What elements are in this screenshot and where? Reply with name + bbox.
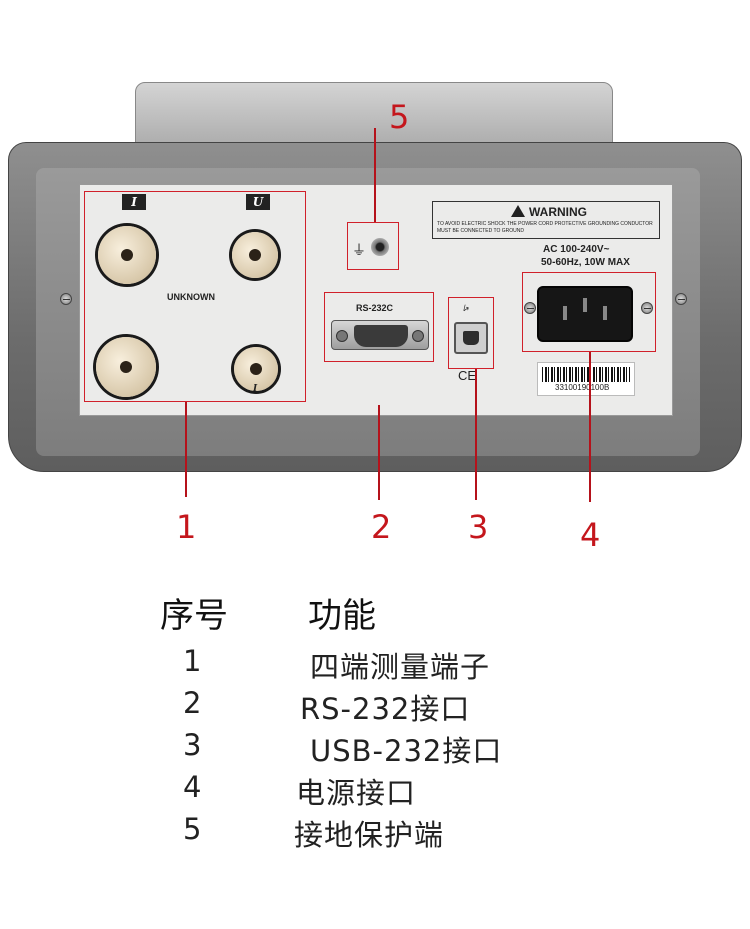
usb-symbol-icon: ⭟ [463, 300, 470, 314]
terminal-knob-top-left[interactable] [98, 226, 156, 284]
usb-b-port[interactable] [454, 322, 488, 354]
callout-number-1: 1 [176, 508, 197, 546]
power-rating-line1: AC 100-240V~ [543, 244, 610, 255]
ground-terminal-jack[interactable] [371, 238, 389, 256]
callout-box-3 [448, 297, 494, 369]
terminal-label-i: I [122, 194, 146, 210]
right-screw-icon [675, 293, 687, 305]
warning-text: TO AVOID ELECTRIC SHOCK THE POWER CORD P… [437, 221, 653, 234]
left-screw-icon [60, 293, 72, 305]
rs232-connector-face [354, 325, 408, 347]
power-pin-left [563, 306, 567, 320]
rs232-connector[interactable] [331, 320, 429, 350]
callout-number-4: 4 [580, 516, 601, 554]
table-header-index: 序号 [160, 596, 228, 636]
warning-triangle-icon [511, 205, 525, 217]
callout-line-3 [475, 369, 477, 500]
inlet-screw-right-icon [641, 302, 653, 314]
device-rear-panel-photo: I U UNKNOWN I ⏚ RS-232C ⭟ CE WARNING TO … [8, 82, 742, 554]
table-row-1-function: 四端测量端子 [310, 650, 491, 684]
terminal-knob-bottom-right[interactable] [234, 347, 278, 391]
table-row-5-function: 接地保护端 [294, 818, 445, 852]
callout-box-2 [324, 292, 434, 362]
table-row-2-index: 2 [183, 686, 202, 720]
warning-title: WARNING [529, 205, 587, 219]
rs232-nut-right [412, 330, 424, 342]
serial-barcode [542, 367, 630, 382]
callout-box-1 [84, 191, 306, 402]
callout-number-2: 2 [371, 508, 392, 546]
unknown-label: UNKNOWN [167, 292, 215, 302]
callout-line-5 [374, 128, 376, 222]
table-row-2-function: RS-232接口 [300, 692, 471, 726]
callout-line-1 [185, 402, 187, 497]
terminal-label-bottom: I [253, 384, 258, 394]
warning-label-box: WARNING TO AVOID ELECTRIC SHOCK THE POWE… [432, 201, 660, 239]
callout-line-4 [589, 352, 591, 502]
callout-number-3: 3 [468, 508, 489, 546]
ground-symbol-icon: ⏚ [352, 242, 366, 258]
terminal-knob-bottom-left[interactable] [96, 337, 156, 397]
table-row-4-function: 电源接口 [296, 776, 417, 810]
terminal-label-u: U [246, 194, 270, 210]
power-rating-line2: 50-60Hz, 10W MAX [541, 257, 630, 268]
table-row-3-index: 3 [183, 728, 202, 762]
callout-number-5: 5 [389, 98, 410, 136]
table-row-4-index: 4 [183, 770, 202, 804]
serial-number: 33100190100B [555, 383, 610, 392]
callout-box-4 [522, 272, 656, 352]
table-header-function: 功能 [308, 596, 376, 636]
callout-box-5 [347, 222, 399, 270]
inlet-screw-left-icon [524, 302, 536, 314]
table-row-5-index: 5 [183, 812, 202, 846]
table-row-1-index: 1 [183, 644, 202, 678]
terminal-knob-top-right[interactable] [232, 232, 278, 278]
rs232-nut-left [336, 330, 348, 342]
power-pin-right [603, 306, 607, 320]
ce-mark: CE [458, 368, 477, 383]
callout-line-2 [378, 405, 380, 500]
rs232-label: RS-232C [356, 303, 394, 313]
power-pin-center [583, 298, 587, 312]
table-row-3-function: USB-232接口 [310, 734, 503, 768]
function-table: 序号 功能 1 四端测量端子 2 RS-232接口 3 USB-232接口 4 … [0, 580, 750, 880]
power-inlet-iec[interactable] [537, 286, 633, 342]
